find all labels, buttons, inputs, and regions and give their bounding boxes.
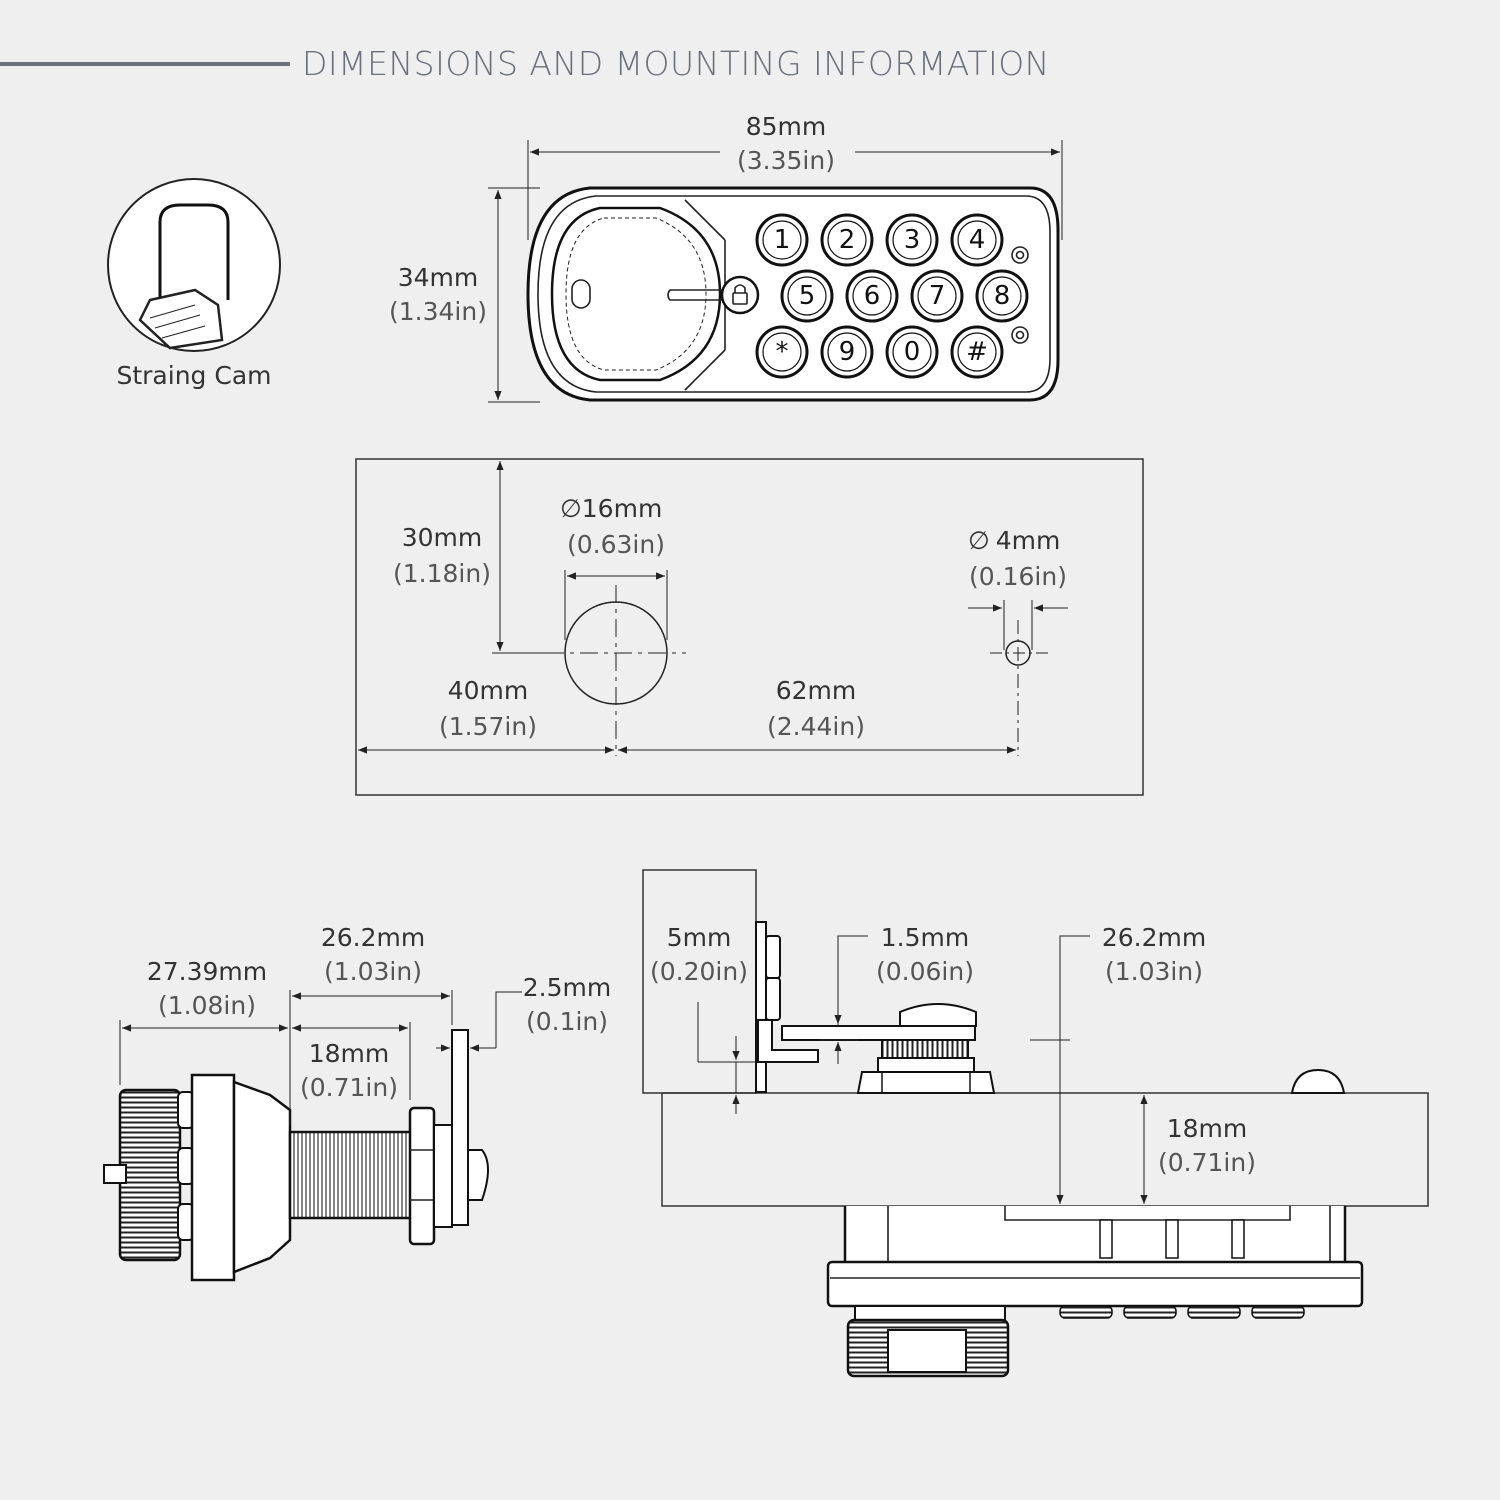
keypad-key-label: 9 <box>839 337 856 367</box>
side-knob <box>118 1088 182 1262</box>
keypad-key-1: 1 <box>755 213 809 267</box>
keypad-key-label: 6 <box>864 281 881 311</box>
page-title: DIMENSIONS AND MOUNTING INFORMATION <box>302 44 1050 83</box>
side-cam-mm: 2.5mm <box>523 973 611 1002</box>
small-hole-dia-symbol: ∅ <box>968 526 990 555</box>
left-offset-in: (1.57in) <box>439 712 537 741</box>
mount-cam-bar <box>781 1025 976 1041</box>
side-cam-plate <box>451 1029 469 1226</box>
keypad-key-7: 7 <box>910 269 964 323</box>
mount-thread-mm: 26.2mm <box>1102 923 1206 952</box>
drilling-template-frame <box>355 458 1144 796</box>
keypad-key-5: 5 <box>780 269 834 323</box>
keypad-led-top <box>1011 246 1029 264</box>
keypad-key-9: 9 <box>820 325 874 379</box>
small-hole-in: (0.16in) <box>969 562 1067 591</box>
hole-spacing-mm: 62mm <box>776 676 857 705</box>
template-vertical-in: (1.18in) <box>393 559 491 588</box>
small-hole-mm: 4mm <box>996 526 1061 555</box>
keypad-key-0: 0 <box>885 325 939 379</box>
keypad-slot <box>571 279 591 309</box>
keypad-key-label: * <box>776 337 789 367</box>
keypad-width-mm: 85mm <box>746 112 827 141</box>
keypad-led-bottom <box>1011 326 1029 344</box>
large-hole-in: (0.63in) <box>567 530 665 559</box>
mount-thread-in: (1.03in) <box>1105 957 1203 986</box>
mount-offset-mm: 5mm <box>667 923 732 952</box>
keypad-key-2: 2 <box>820 213 874 267</box>
keypad-key-label: 5 <box>799 281 816 311</box>
side-thread-in: (1.03in) <box>324 957 422 986</box>
keypad-key-star: * <box>755 325 809 379</box>
keypad-latch <box>667 289 729 301</box>
mount-offset-in: (0.20in) <box>650 957 748 986</box>
keypad-key-label: 7 <box>929 281 946 311</box>
straing-cam-inset <box>107 178 281 352</box>
keypad-key-4: 4 <box>950 213 1004 267</box>
mount-keypad-face <box>826 1260 1364 1308</box>
keypad-height-in: (1.34in) <box>389 297 487 326</box>
large-hole-dia-symbol: ∅ <box>560 494 582 523</box>
mount-washer-in: (0.06in) <box>876 957 974 986</box>
keypad-lock-button <box>720 275 760 315</box>
keypad-key-label: 2 <box>839 225 856 255</box>
side-screw-head <box>467 1149 489 1201</box>
keypad-front-view: 1 2 3 4 5 6 7 8 * 9 0 # <box>526 186 1060 402</box>
side-inner-in: (0.71in) <box>300 1073 398 1102</box>
keypad-height-mm: 34mm <box>398 263 479 292</box>
keypad-key-8: 8 <box>975 269 1029 323</box>
keypad-key-label: 4 <box>969 225 986 255</box>
keypad-key-label: 1 <box>774 225 791 255</box>
lock-side-view <box>103 1029 489 1282</box>
keypad-key-3: 3 <box>885 213 939 267</box>
large-hole-mm: 16mm <box>582 494 663 523</box>
mount-panel-mm: 18mm <box>1167 1114 1248 1143</box>
side-total-mm: 27.39mm <box>147 957 267 986</box>
small-hole-label: ∅4mm <box>968 526 1060 555</box>
cam-illustration <box>138 203 230 350</box>
side-housing-front <box>190 1073 236 1282</box>
template-vertical-mm: 30mm <box>402 523 483 552</box>
side-thread-barrel <box>288 1130 414 1220</box>
mount-nut <box>856 1071 996 1094</box>
keypad-key-6: 6 <box>845 269 899 323</box>
mount-bracket <box>757 1019 819 1063</box>
side-cam-in: (0.1in) <box>526 1007 608 1036</box>
keypad-key-label: 0 <box>904 337 921 367</box>
side-inner-mm: 18mm <box>309 1039 390 1068</box>
mounting-section-view <box>642 869 1429 1378</box>
side-housing-back <box>232 1080 292 1274</box>
keypad-battery-door-inner <box>565 217 707 371</box>
cam-caption: Straing Cam <box>116 361 271 390</box>
mount-panel <box>661 1092 1429 1207</box>
keypad-key-label: # <box>966 337 988 367</box>
header-rule <box>0 62 290 66</box>
mount-keypad-body <box>843 1206 1347 1267</box>
keypad-body-inner <box>537 195 1051 393</box>
hole-spacing-in: (2.44in) <box>767 712 865 741</box>
keypad-width-in: (3.35in) <box>737 146 835 175</box>
padlock-icon <box>732 284 748 305</box>
keypad-battery-door <box>550 206 722 382</box>
keypad-key-label: 8 <box>994 281 1011 311</box>
side-thread-mm: 26.2mm <box>321 923 425 952</box>
side-total-in: (1.08in) <box>158 991 256 1020</box>
keypad-key-label: 3 <box>904 225 921 255</box>
keypad-keys: 1 2 3 4 5 6 7 8 * 9 0 # <box>755 213 1029 379</box>
side-nut <box>408 1106 436 1246</box>
left-offset-mm: 40mm <box>448 676 529 705</box>
large-hole-label: ∅16mm <box>560 494 662 523</box>
keypad-key-hash: # <box>950 325 1004 379</box>
mount-washer-mm: 1.5mm <box>881 923 969 952</box>
mount-panel-in: (0.71in) <box>1158 1148 1256 1177</box>
